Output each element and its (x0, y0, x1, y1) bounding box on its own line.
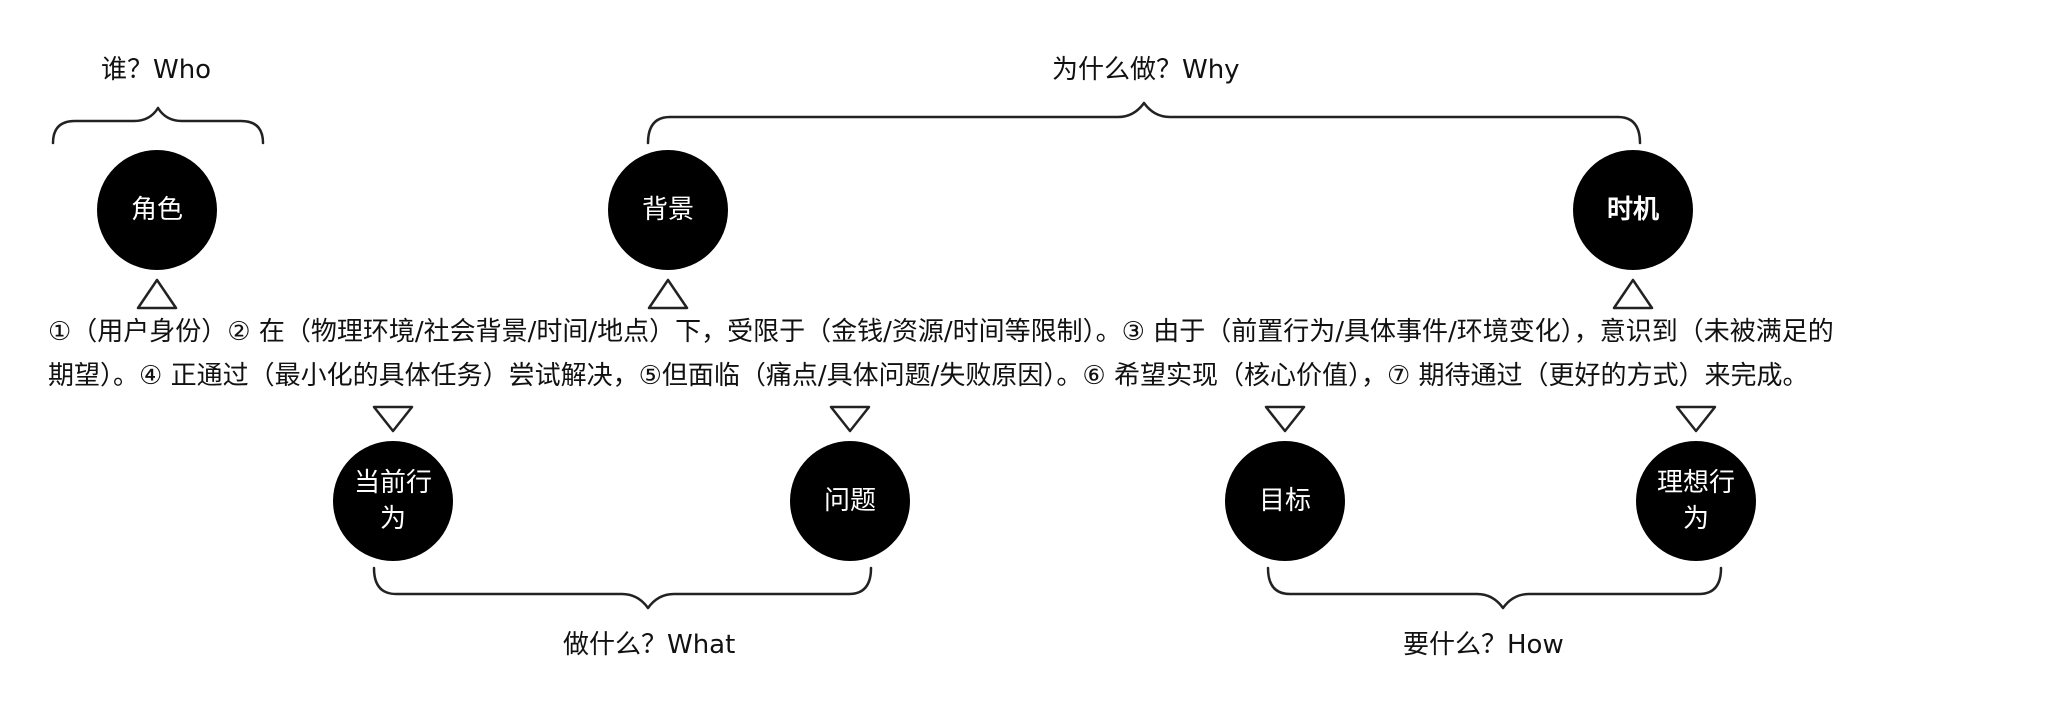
group-label-who: 谁？Who (101, 55, 212, 85)
node-role: 角色 (97, 150, 217, 270)
node-problem: 问题 (790, 441, 910, 561)
node-goal: 目标 (1225, 441, 1345, 561)
problem-pointer (829, 405, 871, 433)
node-timing: 时机 (1573, 150, 1693, 270)
group-label-how: 要什么？How (1403, 630, 1564, 660)
node-ideal-behavior: 理想行为 (1636, 441, 1756, 561)
group-label-why: 为什么做？Why (1052, 55, 1240, 85)
node-current-behavior: 当前行为 (333, 441, 453, 561)
what-brace (372, 566, 873, 610)
why-brace (646, 101, 1642, 145)
user-story-line-2: 期望）。④ 正通过（最小化的具体任务）尝试解决，⑤但面临（痛点/具体问题/失败原… (48, 361, 1809, 391)
how-brace (1266, 566, 1723, 610)
role-pointer (136, 278, 178, 310)
ideal-behavior-pointer (1675, 405, 1717, 433)
current-behavior-pointer (372, 405, 414, 433)
user-story-template: ①（用户身份）② 在（物理环境/社会背景/时间/地点）下，受限于（金钱/资源/时… (48, 310, 2038, 398)
who-brace (51, 106, 265, 145)
user-story-line-1: ①（用户身份）② 在（物理环境/社会背景/时间/地点）下，受限于（金钱/资源/时… (48, 317, 1834, 347)
goal-pointer (1264, 405, 1306, 433)
timing-pointer (1612, 278, 1654, 310)
background-pointer (647, 278, 689, 310)
node-background: 背景 (608, 150, 728, 270)
group-label-what: 做什么？What (563, 630, 736, 660)
